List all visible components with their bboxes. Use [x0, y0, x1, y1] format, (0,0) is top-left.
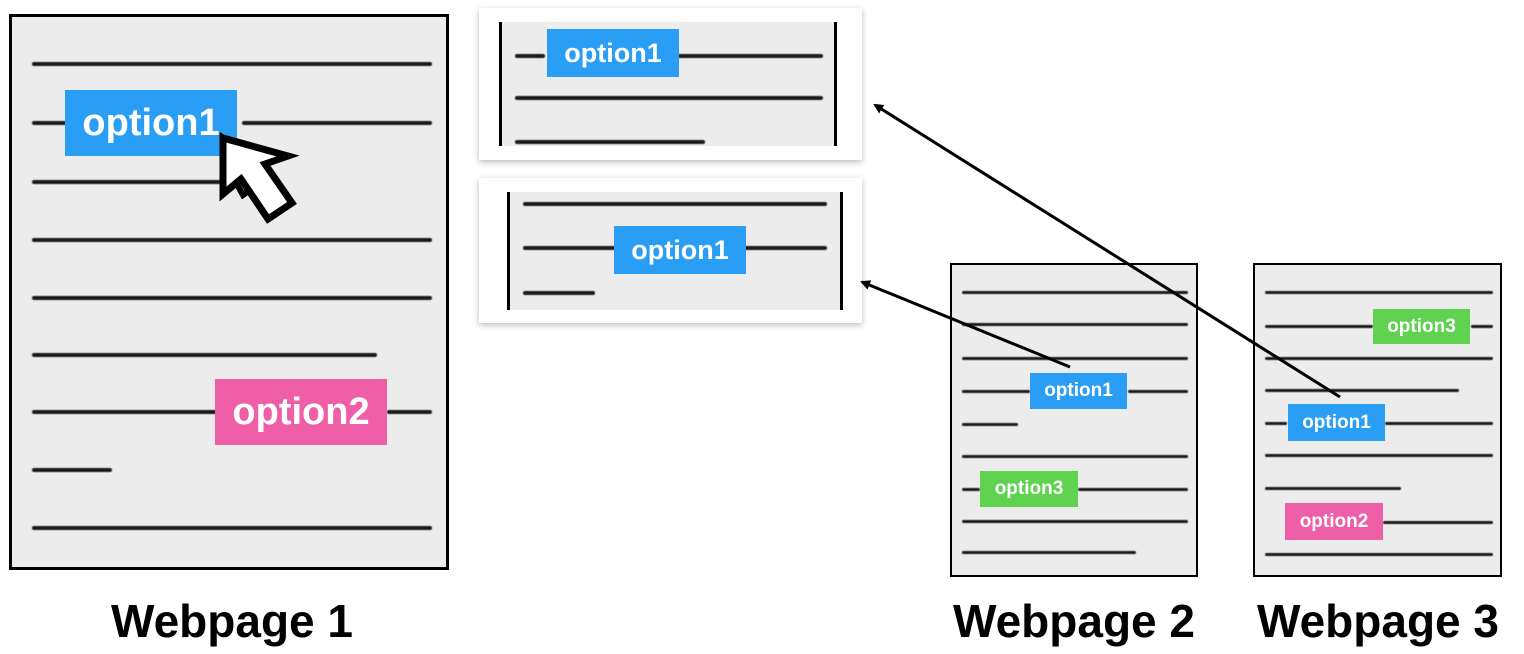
text-line	[32, 121, 67, 125]
text-line	[1265, 291, 1493, 294]
text-line	[962, 455, 1188, 458]
text-line	[962, 357, 1188, 360]
text-line	[677, 54, 823, 58]
text-line	[1265, 422, 1287, 425]
text-line	[242, 121, 432, 125]
option1-button[interactable]: option1	[1288, 404, 1385, 441]
divider	[499, 22, 502, 146]
text-line	[962, 390, 1030, 393]
text-line	[1265, 553, 1493, 556]
text-line	[962, 488, 980, 491]
option1-button[interactable]: option1	[1030, 373, 1127, 409]
page-caption: Webpage 2	[953, 595, 1195, 647]
divider	[834, 22, 837, 146]
text-line	[1385, 422, 1493, 425]
text-line	[523, 246, 615, 250]
text-line	[32, 62, 432, 66]
text-line	[32, 353, 377, 357]
snippet-card: option1	[479, 178, 862, 323]
option1-button[interactable]: option1	[614, 226, 746, 274]
arrow-icon	[860, 280, 1071, 369]
text-line	[1128, 390, 1188, 393]
webpage-3: option3 option1 option2	[1253, 263, 1502, 577]
webpage-1: option1 option2	[9, 14, 449, 570]
text-line	[1265, 487, 1401, 490]
text-line	[32, 180, 222, 184]
option2-button[interactable]: option2	[215, 379, 387, 445]
text-line	[1471, 325, 1493, 328]
text-line	[962, 291, 1188, 294]
text-line	[32, 410, 217, 414]
option3-button[interactable]: option3	[1373, 309, 1470, 344]
text-line	[387, 410, 432, 414]
text-line	[1383, 521, 1493, 524]
text-line	[515, 140, 705, 144]
text-line	[1265, 454, 1493, 457]
text-line	[32, 468, 112, 472]
text-line	[515, 96, 823, 100]
arrow-icon	[873, 103, 1341, 399]
page-caption: Webpage 1	[111, 595, 353, 647]
text-line	[32, 296, 432, 300]
text-line	[1265, 389, 1459, 392]
snippet-card: option1	[479, 8, 862, 160]
page-caption: Webpage 3	[1257, 595, 1499, 647]
text-line	[32, 238, 432, 242]
text-line	[1265, 357, 1493, 360]
text-line	[962, 520, 1188, 523]
option2-button[interactable]: option2	[1285, 503, 1383, 540]
divider	[840, 192, 843, 310]
text-line	[1078, 488, 1188, 491]
text-line	[962, 423, 1018, 426]
text-line	[32, 526, 432, 530]
option1-button[interactable]: option1	[65, 90, 237, 156]
divider	[507, 192, 510, 310]
text-line	[1265, 325, 1373, 328]
text-line	[515, 54, 545, 58]
webpage-2: option1 option3	[950, 263, 1198, 577]
option3-button[interactable]: option3	[980, 471, 1078, 507]
option1-button[interactable]: option1	[547, 29, 679, 77]
text-line	[523, 291, 595, 295]
text-line	[523, 202, 827, 206]
text-line	[962, 323, 1188, 326]
text-line	[962, 551, 1136, 554]
text-line	[743, 246, 827, 250]
